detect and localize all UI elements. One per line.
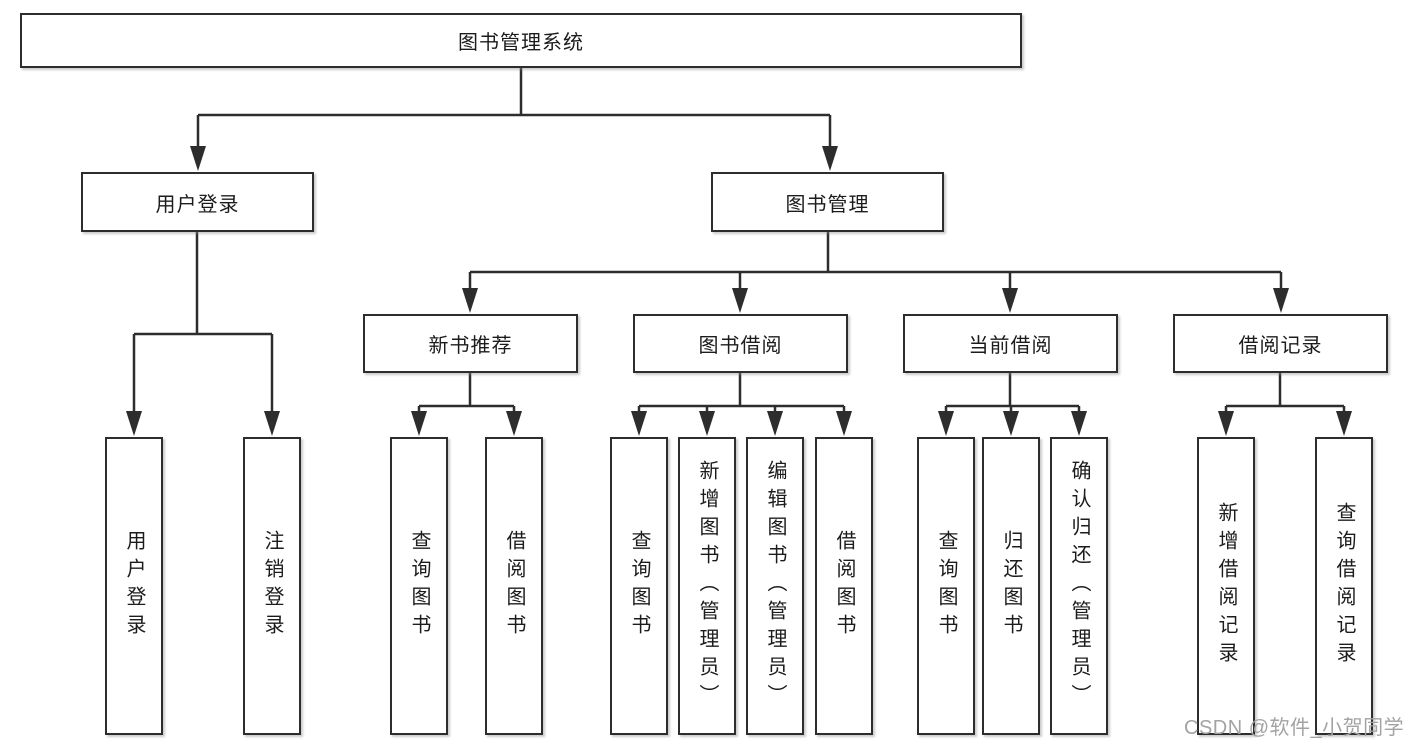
connector-root-to-level2: [196, 68, 832, 150]
leaf-return-books: 归还图书: [982, 437, 1040, 735]
leaf-query-borrow-record: 查询借阅记录: [1315, 437, 1373, 735]
leaf-edit-books-admin: 编辑图书（管理员）: [746, 437, 804, 735]
node-new-book-recommendation: 新书推荐: [363, 314, 578, 373]
arrow-down-icon: [1336, 411, 1352, 436]
leaf-add-books-admin: 新增图书（管理员）: [678, 437, 736, 735]
arrow-down-icon: [732, 288, 748, 313]
arrow-down-icon: [1071, 411, 1087, 436]
arrow-down-icon: [506, 411, 522, 436]
arrow-down-icon: [126, 411, 142, 436]
connector-lines: [132, 68, 1346, 414]
csdn-watermark: CSDN @软件_小贺同学: [1184, 717, 1405, 739]
arrow-down-icon: [1003, 411, 1019, 436]
arrow-down-icon: [767, 411, 783, 436]
connector-arrowheads: [126, 146, 1352, 436]
connector-current-borrow-to-leaves: [944, 373, 1081, 414]
arrow-down-icon: [631, 411, 647, 436]
connector-borrow-records-to-leaves: [1224, 373, 1346, 414]
arrow-down-icon: [938, 411, 954, 436]
leaf-borrow-books: 借阅图书: [815, 437, 873, 735]
node-user-login: 用户登录: [81, 172, 314, 232]
leaf-add-borrow-record: 新增借阅记录: [1197, 437, 1255, 735]
arrow-down-icon: [462, 288, 478, 313]
node-book-management: 图书管理: [711, 172, 944, 232]
leaf-logout: 注销登录: [243, 437, 301, 735]
leaf-user-login: 用户登录: [105, 437, 163, 735]
leaf-confirm-return-admin: 确认归还（管理员）: [1050, 437, 1108, 735]
connector-new-book-to-leaves: [417, 373, 516, 414]
node-library-management-system: 图书管理系统: [20, 13, 1022, 68]
leaf-query-books-recommend: 查询图书: [390, 437, 448, 735]
arrow-down-icon: [836, 411, 852, 436]
arrow-down-icon: [190, 146, 206, 171]
node-current-borrowing: 当前借阅: [903, 314, 1118, 373]
leaf-borrow-books-recommend: 借阅图书: [485, 437, 543, 735]
connector-book-mgmt-to-level3: [468, 232, 1283, 291]
arrow-down-icon: [1273, 288, 1289, 313]
arrow-down-icon: [264, 411, 280, 436]
node-book-borrowing: 图书借阅: [633, 314, 848, 373]
node-borrowing-records: 借阅记录: [1173, 314, 1388, 373]
arrow-down-icon: [1002, 288, 1018, 313]
connector-book-borrow-to-leaves: [637, 373, 846, 414]
arrow-down-icon: [822, 146, 838, 171]
arrow-down-icon: [699, 411, 715, 436]
arrow-down-icon: [411, 411, 427, 436]
leaf-query-books-current: 查询图书: [917, 437, 975, 735]
connector-user-login-to-leaves: [132, 232, 274, 413]
leaf-query-books-borrowing: 查询图书: [610, 437, 668, 735]
arrow-down-icon: [1218, 411, 1234, 436]
